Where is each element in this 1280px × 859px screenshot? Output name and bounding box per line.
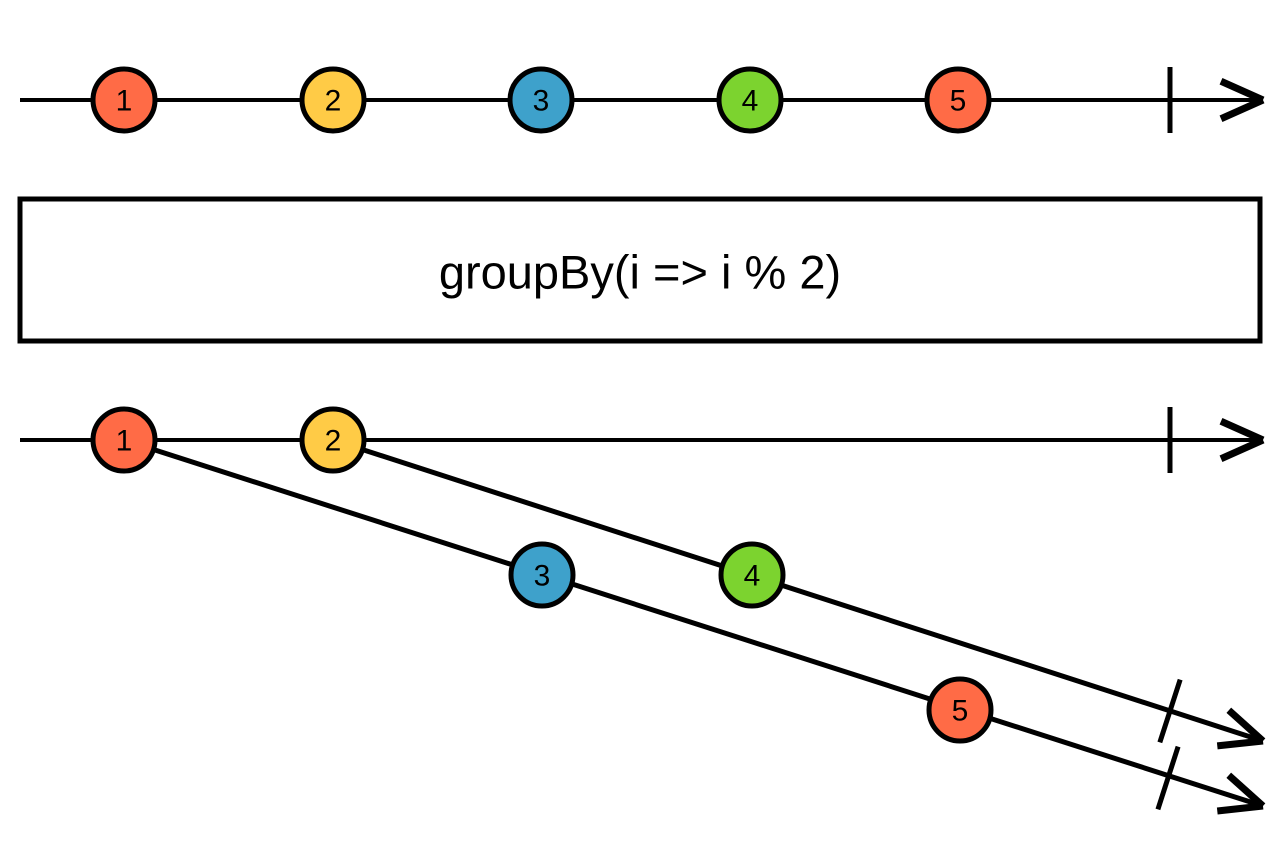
output-stream-marble-1: 1 [90, 406, 158, 474]
marble-circle-yellow [299, 406, 367, 474]
output-stream-arrowhead-upper [1219, 418, 1265, 444]
even-group-stream-complete-tick [1157, 678, 1183, 744]
marble-value: 4 [742, 85, 759, 118]
output-stream-marble-2: 2 [299, 406, 367, 474]
odd-group-stream-timeline [123, 437, 1260, 807]
marble-circle-tomato [924, 66, 992, 134]
source-stream-marble-5: 5 [924, 66, 992, 134]
odd-group-stream-complete-tick [1155, 745, 1181, 811]
even-group-stream-timeline [332, 437, 1260, 742]
marble-circle-blue [507, 66, 575, 134]
source-stream: 1 2 3 4 5 [20, 66, 1265, 134]
marble-value: 4 [744, 560, 761, 593]
marble-value: 2 [325, 425, 342, 458]
even-group-stream-arrowhead-lower [1216, 737, 1264, 750]
source-stream-marble-1: 1 [90, 66, 158, 134]
operator-box [17, 196, 1263, 344]
marble-value: 2 [325, 85, 342, 118]
source-stream-arrowhead-upper [1219, 78, 1265, 104]
marble-circle-blue [508, 541, 576, 609]
odd-group-stream-marble-3: 3 [508, 541, 576, 609]
marble-circle-yellow [299, 66, 367, 134]
source-stream-arrowhead-lower [1219, 96, 1265, 122]
marble-value: 5 [950, 85, 967, 118]
even-group-stream-arrowhead-upper [1226, 707, 1266, 744]
operator-label: groupBy(i => i % 2) [439, 246, 841, 299]
source-stream-marble-3: 3 [507, 66, 575, 134]
marble-value: 1 [116, 85, 133, 118]
source-stream-marble-2: 2 [299, 66, 367, 134]
odd-group-stream-marble-5: 5 [926, 676, 994, 744]
marble-circle-tomato [926, 676, 994, 744]
output-stream-arrowhead-lower [1219, 436, 1265, 462]
even-group-stream-marble-4: 4 [718, 541, 786, 609]
marble-value: 1 [116, 425, 133, 458]
marble-value: 5 [952, 695, 969, 728]
marble-value: 3 [534, 560, 551, 593]
marble-value: 3 [533, 85, 550, 118]
source-stream-marble-4: 4 [716, 66, 784, 134]
marble-circle-green [718, 541, 786, 609]
even-group-stream: 4 [332, 437, 1266, 750]
odd-group-stream: 35 [123, 437, 1266, 815]
marble-circle-green [716, 66, 784, 134]
marble-circle-tomato [90, 66, 158, 134]
odd-group-stream-arrowhead-lower [1216, 802, 1264, 815]
marble-circle-tomato [90, 406, 158, 474]
odd-group-stream-arrowhead-upper [1226, 772, 1266, 809]
